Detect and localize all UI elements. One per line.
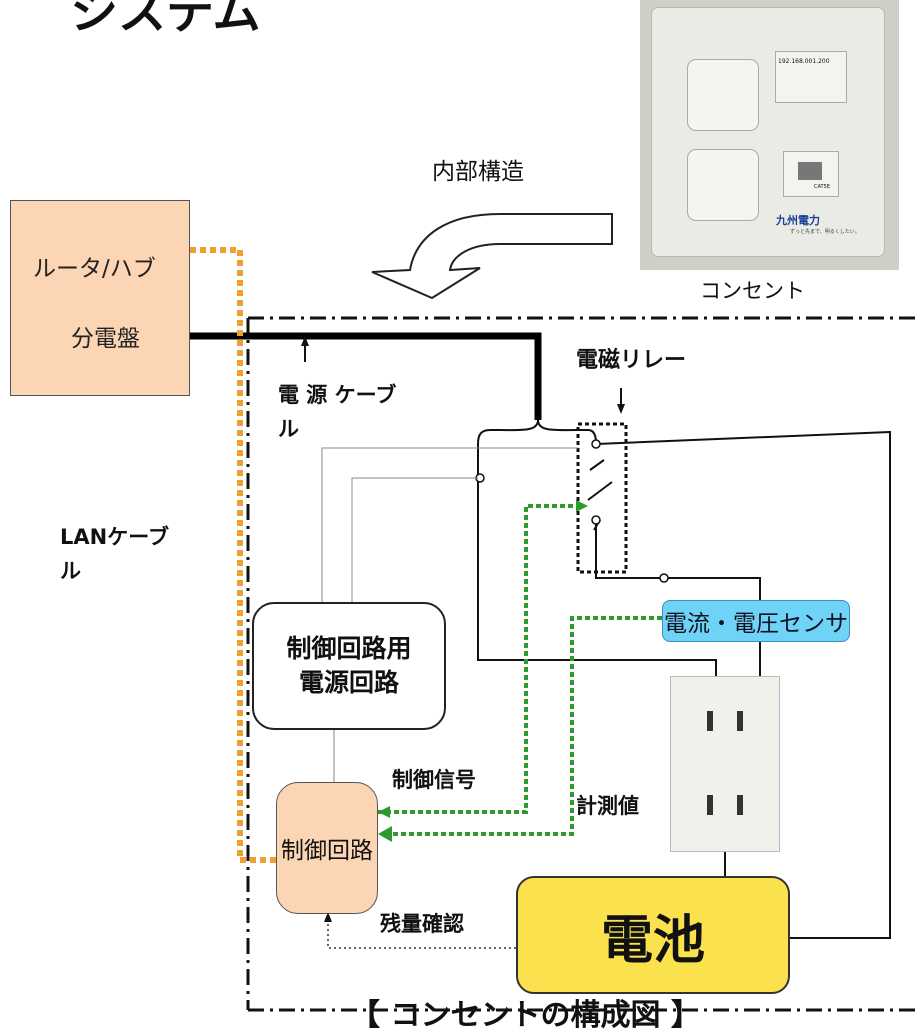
title-fragment: システム bbox=[70, 0, 261, 40]
ctrl-power-line2: 電源回路 bbox=[298, 668, 399, 697]
lan-cable-line1: LANケーブ bbox=[60, 525, 169, 549]
current-voltage-sensor: 電流・電圧センサ bbox=[662, 600, 850, 642]
brand-subtitle: ずっと先まで、明るくしたい。 bbox=[790, 229, 860, 235]
relay-box bbox=[576, 422, 628, 574]
internal-structure-label: 内部構造 bbox=[432, 159, 524, 185]
lan-cable-line2: ル bbox=[60, 559, 81, 583]
battery-box: 電池 bbox=[516, 876, 790, 994]
router-label: ルータ/ハブ bbox=[33, 256, 156, 282]
control-signal-label: 制御信号 bbox=[392, 768, 476, 792]
panel-label: 分電盤 bbox=[71, 326, 140, 352]
wire-live-left bbox=[477, 444, 717, 676]
wire-ctrl-power-b bbox=[351, 477, 478, 602]
ip-label-plate: 192.168.001.200 bbox=[776, 52, 846, 102]
enclosure-boundary bbox=[246, 316, 919, 1012]
internal-structure-arrow bbox=[371, 213, 613, 300]
diagram-caption: 【 コンセントの構成図 】 bbox=[350, 998, 701, 1033]
outlet-faceplate bbox=[652, 8, 884, 256]
brand-logo: 九州電力 bbox=[776, 212, 820, 228]
lan-cable-line bbox=[190, 247, 276, 863]
remaining-check-label: 残量確認 bbox=[380, 912, 464, 936]
relay-label: 電磁リレー bbox=[576, 348, 687, 373]
control-power-circuit-box: 制御回路用 電源回路 bbox=[252, 602, 446, 730]
wire-relay-top bbox=[595, 430, 891, 939]
wire-relay-out bbox=[595, 520, 761, 676]
brand-name: 九州電力 bbox=[776, 214, 820, 227]
cable-split bbox=[477, 419, 597, 445]
socket-diagram bbox=[670, 676, 780, 852]
power-cable-label: 電 源 ケーブ ル bbox=[278, 378, 396, 446]
lan-port: CAT5E bbox=[784, 152, 838, 196]
power-cable-line1: 電 源 ケーブ bbox=[278, 383, 397, 407]
measured-value-line bbox=[388, 616, 662, 836]
socket-upper bbox=[688, 60, 758, 130]
port-label: CAT5E bbox=[814, 184, 830, 190]
wire-ctrl-power-a bbox=[321, 447, 578, 602]
photo-caption: コンセント bbox=[700, 279, 805, 303]
lan-cable-label: LANケーブ ル bbox=[60, 520, 169, 588]
control-signal-line bbox=[378, 504, 576, 814]
power-cable-line bbox=[190, 332, 542, 420]
ctrl-power-line1: 制御回路用 bbox=[286, 634, 412, 663]
ip-label: 192.168.001.200 bbox=[778, 58, 830, 65]
measured-value-arrow bbox=[378, 826, 392, 842]
socket-lower bbox=[688, 150, 758, 220]
remaining-check-line bbox=[327, 920, 516, 949]
measured-value-label: 計測値 bbox=[576, 794, 639, 818]
control-circuit-box: 制御回路 bbox=[276, 782, 378, 914]
router-panel-box: ルータ/ハブ 分電盤 bbox=[10, 200, 190, 396]
outlet-photo: 192.168.001.200 CAT5E 九州電力 ずっと先まで、明るくしたい… bbox=[640, 0, 899, 270]
control-signal-arrow bbox=[576, 500, 588, 512]
power-cable-line2: ル bbox=[278, 417, 299, 441]
